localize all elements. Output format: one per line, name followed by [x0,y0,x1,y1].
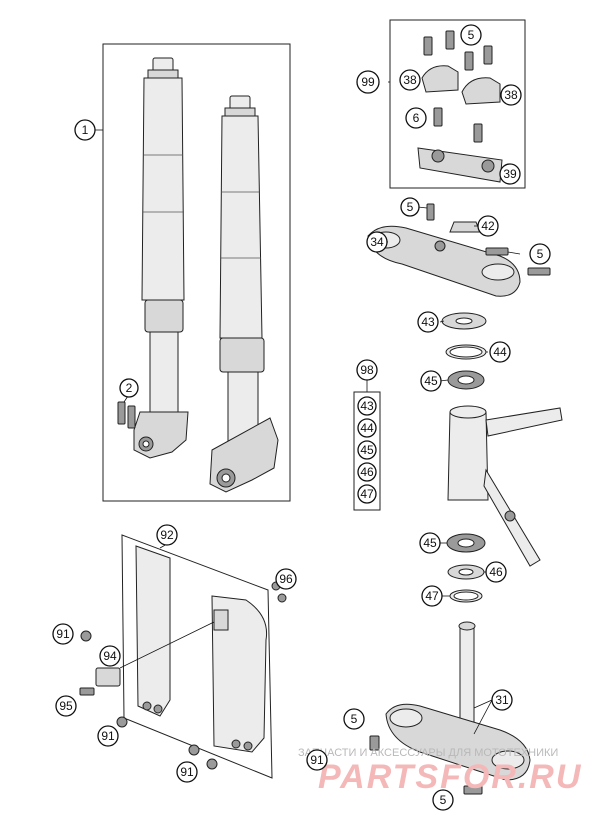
svg-text:5: 5 [407,200,414,214]
svg-text:34: 34 [370,235,384,249]
callout-screw-clamp: 6 [405,107,427,129]
svg-text:31: 31 [495,693,509,707]
fork-assembly-box [102,43,291,502]
callout-screw-91-a: 91 [52,623,74,645]
callout-nut: 42 [477,215,499,237]
svg-text:38: 38 [504,88,518,102]
handlebar-clamp-parts [417,30,503,183]
callout-kit-44: 44 [357,418,377,438]
callout-kit-43: 43 [357,396,377,416]
callout-kit-47: 47 [357,484,377,504]
callout-bracket: 94 [99,645,121,667]
svg-text:45: 45 [360,443,374,457]
left-fork-leg [133,57,189,459]
callout-lower-triple-clamp: 31 [491,689,513,711]
fork-bolts [117,401,136,429]
svg-text:5: 5 [440,793,447,807]
svg-text:91: 91 [310,753,324,767]
callout-seal-ring: 43 [417,311,439,333]
callout-screw-guard: 96 [275,568,297,590]
svg-text:42: 42 [481,219,495,233]
svg-text:46: 46 [489,565,503,579]
svg-text:5: 5 [351,712,358,726]
svg-text:45: 45 [423,536,437,550]
callout-screw-91-d: 91 [306,749,328,771]
callout-screw-triple: 5 [400,197,420,217]
svg-text:98: 98 [360,363,374,377]
callout-o-ring: 44 [489,341,511,363]
kit-list: 98 43 44 45 46 47 [353,359,381,511]
callout-screw-bottom-right: 5 [432,789,454,811]
svg-text:96: 96 [279,572,293,586]
svg-text:44: 44 [493,345,507,359]
callout-fork-bolt: 2 [119,378,139,398]
svg-text:43: 43 [421,315,435,329]
callout-kit-46: 46 [357,462,377,482]
upper-triple-clamp [367,203,551,297]
svg-text:47: 47 [360,487,374,501]
callout-bearing-top: 45 [420,370,442,392]
callout-kit: 98 [356,359,378,381]
callout-screw-91-c: 91 [176,761,198,783]
lower-triple-clamp [369,621,531,795]
callout-screw-bottom-left: 5 [343,708,365,730]
svg-text:91: 91 [101,729,115,743]
callout-seal-bottom: 46 [485,561,507,583]
callout-o-ring-bottom: 47 [421,585,443,607]
callout-fork-protector: 92 [156,524,178,546]
svg-text:39: 39 [503,167,517,181]
callout-clamp-bridge: 39 [499,163,521,185]
watermark: ЗАПЧАСТИ И АКСЕССУАРЫ ДЛЯ МОТОТЕХНИКИ PA… [298,747,582,796]
watermark-tagline: ЗАПЧАСТИ И АКСЕССУАРЫ ДЛЯ МОТОТЕХНИКИ [298,747,558,759]
svg-text:44: 44 [360,421,374,435]
frame-steering-head [447,405,563,567]
callout-clamp-right: 38 [500,84,522,106]
svg-text:2: 2 [126,381,133,395]
svg-text:38: 38 [403,73,417,87]
callout-fork-assembly: 1 [74,119,96,141]
svg-text:46: 46 [360,465,374,479]
callout-screw-top: 5 [460,24,482,46]
callout-handlebar-clamp: 99 [356,70,380,94]
guard-hardware [79,581,287,770]
svg-text:91: 91 [180,765,194,779]
callout-clamp-left: 38 [399,69,421,91]
svg-text:5: 5 [468,28,475,42]
svg-text:91: 91 [56,627,70,641]
right-fork-leg [209,95,279,493]
svg-text:5: 5 [537,247,544,261]
callout-screw-91-b: 91 [97,725,119,747]
svg-text:94: 94 [103,649,117,663]
svg-text:6: 6 [413,111,420,125]
callout-screw-side: 5 [529,243,551,265]
callout-triple-clamp-top: 34 [366,231,388,253]
svg-text:1: 1 [82,123,89,137]
handlebar-clamp-box [389,19,526,189]
svg-text:47: 47 [425,589,439,603]
fork-protectors [135,545,268,753]
callout-screw-95: 95 [55,695,77,717]
callout-bearing-bottom: 45 [419,532,441,554]
svg-text:92: 92 [160,528,174,542]
callout-kit-45: 45 [357,440,377,460]
svg-text:43: 43 [360,399,374,413]
fork-protector-box [121,534,273,779]
watermark-logo: PARTSFOR.RU [318,758,582,796]
svg-text:95: 95 [59,699,73,713]
svg-text:45: 45 [424,374,438,388]
svg-text:99: 99 [361,75,375,89]
